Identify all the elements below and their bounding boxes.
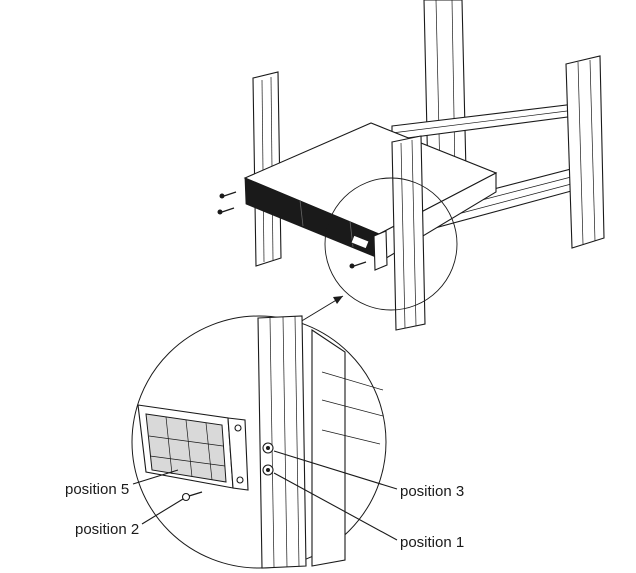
label-position-2: position 2 bbox=[75, 521, 139, 538]
label-position-1: position 1 bbox=[400, 534, 464, 551]
side-rail-rear bbox=[391, 103, 576, 141]
detail-magnifier-circle bbox=[324, 177, 458, 311]
detail-rack-post bbox=[257, 315, 307, 569]
rack-assembly bbox=[217, 0, 605, 331]
detail-screw-holes bbox=[262, 442, 274, 476]
callout-position-5: position 5 bbox=[65, 469, 179, 498]
label-position-3: position 3 bbox=[400, 483, 464, 500]
detail-mounting-bracket bbox=[227, 417, 249, 491]
front-right-rack-post bbox=[391, 135, 426, 331]
far-right-rack-post bbox=[565, 55, 605, 249]
detail-screw-icon bbox=[181, 491, 203, 502]
label-position-5: position 5 bbox=[65, 481, 129, 498]
callout-position-2: position 2 bbox=[75, 498, 184, 538]
detail-ups-front bbox=[137, 404, 234, 489]
screw-icon bbox=[217, 191, 367, 269]
callout-position-3: position 3 bbox=[273, 450, 464, 500]
detail-view bbox=[131, 315, 387, 569]
zoom-pointer-arrow bbox=[299, 295, 344, 323]
callout-position-1: position 1 bbox=[273, 472, 464, 551]
